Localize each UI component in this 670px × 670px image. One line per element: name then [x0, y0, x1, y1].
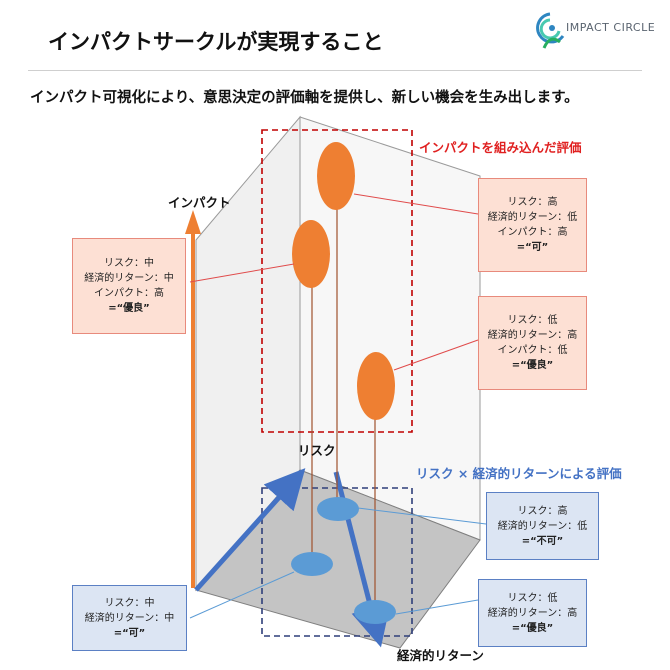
- connector-base-low: [395, 599, 479, 615]
- box-verdict: =“優良”: [511, 622, 554, 634]
- impact-axis-arrowhead: [185, 210, 201, 234]
- return-axis-label: 経済的リターン: [397, 648, 484, 663]
- connector-impact-high: [353, 193, 479, 215]
- box-verdict: =“優良”: [108, 303, 150, 314]
- floor-point-risk-low: [354, 600, 396, 624]
- connector-impact-mid: [189, 263, 295, 283]
- connector-base-mid: [189, 571, 295, 619]
- box-return: 経済的リターン：低: [487, 212, 578, 223]
- box-risk: リスク：中: [104, 597, 155, 609]
- box-impact: インパクト：低: [497, 345, 568, 356]
- header-divider: [28, 70, 642, 71]
- logo-mark-icon: [536, 12, 565, 49]
- box-verdict: =“優良”: [511, 360, 554, 371]
- box-return: 経済的リターン：中: [84, 273, 174, 284]
- connector-base-high: [357, 507, 487, 525]
- connector-impact-low: [393, 339, 479, 371]
- box-base-risk-mid: リスク：中 経済的リターン：中 =“可”: [72, 585, 187, 651]
- risk-return-zone-label: リスク × 経済的リターンによる評価: [416, 466, 622, 481]
- box-impact: インパクト：高: [94, 288, 164, 299]
- box-impact-low-risk-low: リスク：低 経済的リターン：高 インパクト：低 =“優良”: [478, 296, 587, 390]
- logo-text: IMPACT CIRCLE: [566, 21, 656, 34]
- floor-point-risk-high: [317, 497, 359, 521]
- impact-point-risk-low: [357, 352, 395, 420]
- box-return: 経済的リターン：高: [487, 330, 578, 341]
- page-title: インパクトサークルが実現すること: [48, 30, 384, 54]
- box-base-risk-low: リスク：低 経済的リターン：高 =“優良”: [478, 579, 587, 647]
- box-return: 経済的リターン：低: [497, 520, 588, 532]
- box-risk: リスク：低: [507, 315, 558, 326]
- box-verdict: =“不可”: [521, 535, 564, 547]
- risk-axis-line: [194, 468, 306, 592]
- impact-axis-label: インパクト: [168, 195, 231, 210]
- box-impact-high-risk-mid: リスク：中 経済的リターン：中 インパクト：高 =“優良”: [72, 238, 186, 334]
- page-subtitle: インパクト可視化により、意思決定の評価軸を提供し、新しい機会を生み出します。: [30, 90, 579, 106]
- floor-point-risk-mid: [291, 552, 333, 576]
- box-verdict: =“可”: [516, 242, 549, 253]
- risk-axis-label: リスク: [298, 443, 336, 458]
- impact-point-risk-mid: [292, 220, 330, 288]
- box-risk: リスク：中: [104, 258, 154, 269]
- box-impact: インパクト：高: [497, 227, 568, 238]
- box-impact-high-risk-high: リスク：高 経済的リターン：低 インパクト：高 =“可”: [478, 178, 587, 272]
- box-return: 経済的リターン：中: [84, 612, 175, 624]
- impact-point-risk-high: [317, 142, 355, 210]
- box-risk: リスク：低: [507, 592, 558, 604]
- box-risk: リスク：高: [517, 505, 568, 517]
- impact-circle-logo: IMPACT CIRCLE: [530, 6, 670, 62]
- impact-zone-label: インパクトを組み込んだ評価: [419, 140, 582, 155]
- box-risk: リスク：高: [507, 197, 558, 208]
- box-base-risk-high: リスク：高 経済的リターン：低 =“不可”: [486, 492, 599, 560]
- box-return: 経済的リターン：高: [487, 607, 578, 619]
- box-verdict: =“可”: [113, 627, 146, 639]
- impact-zone-frame: [261, 129, 413, 433]
